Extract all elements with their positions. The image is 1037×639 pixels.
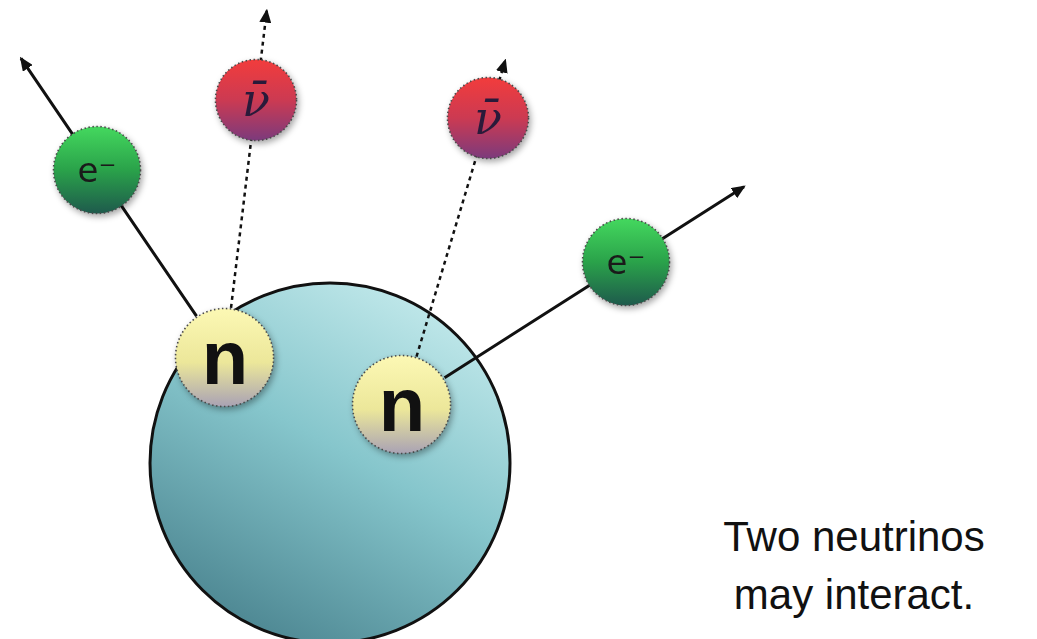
particle-disc [583,219,670,306]
particle-symbol: ν̄ [474,95,502,141]
particle-disc [353,356,451,454]
neutron-circle: n [174,307,275,408]
electron-circle: e⁻ [581,217,671,307]
particle-disc [216,60,297,141]
particle-symbol: n [202,320,248,396]
antineutrino-circle: ν̄ [446,76,530,160]
solid-arrow [445,187,744,378]
particle-disc [176,309,274,407]
particle-symbol: e⁻ [607,245,646,279]
particle-disc [448,78,529,159]
particle-symbol: ν̄ [242,77,270,123]
dashed-arrow [231,11,267,308]
electron-circle: e⁻ [52,125,142,215]
nucleus-circle [150,283,510,639]
solid-arrow [21,58,197,316]
antineutrino-circle: ν̄ [214,58,298,142]
particle-disc [54,127,141,214]
particle-symbol: n [379,367,425,443]
particle-symbol: e⁻ [78,153,117,187]
neutron-circle: n [351,354,452,455]
note-text: Two neutrinos may interact. [678,508,1030,624]
